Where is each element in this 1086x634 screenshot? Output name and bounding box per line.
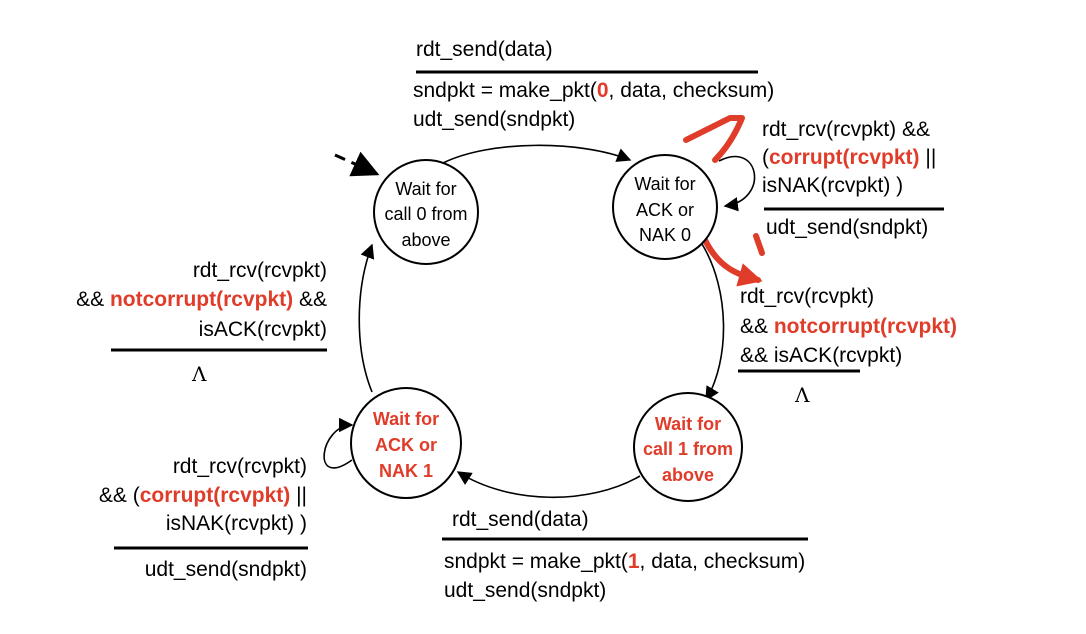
label-bottom-transition: rdt_send(data) sndpkt = make_pkt(1, data… — [442, 508, 808, 602]
condition-text: rdt_rcv(rcvpkt) — [740, 285, 874, 308]
state-wait-ack-nak-0: Wait for ACK or NAK 0 — [612, 154, 718, 260]
condition-text: isACK(rcvpkt) — [199, 318, 327, 341]
edge-s3-to-s0 — [358, 243, 375, 393]
condition-text: isNAK(rcvpkt) ) — [762, 174, 903, 197]
condition-text: && (corrupt(rcvpkt) || — [99, 484, 307, 507]
edge-s0-to-s1 — [442, 144, 632, 164]
label-top-transition: rdt_send(data) sndpkt = make_pkt(0, data… — [413, 38, 774, 131]
event-text: rdt_send(data) — [416, 38, 553, 61]
state-label-line: call 0 from — [384, 204, 467, 224]
state-label-line: ACK or — [375, 435, 437, 455]
state-label-line: above — [401, 230, 450, 250]
lambda-action: Λ — [794, 383, 810, 407]
state-label-line: ACK or — [636, 200, 694, 220]
condition-text: rdt_rcv(rcvpkt) — [193, 259, 327, 282]
state-label-line: above — [662, 465, 714, 485]
label-s3-self-loop: rdt_rcv(rcvpkt) && (corrupt(rcvpkt) || i… — [99, 455, 308, 581]
edge-s1-self-loop — [718, 155, 756, 212]
condition-text: && notcorrupt(rcvpkt) — [740, 315, 957, 338]
state-label-line: Wait for — [634, 174, 695, 194]
action-text: udt_send(sndpkt) — [145, 558, 307, 581]
state-label-line: NAK 0 — [639, 225, 691, 245]
action-text: sndpkt = make_pkt(0, data, checksum) — [413, 79, 774, 102]
condition-text: && isACK(rcvpkt) — [740, 344, 902, 367]
action-text: udt_send(sndpkt) — [413, 108, 575, 131]
state-label-line: NAK 1 — [379, 461, 433, 481]
state-label-line: Wait for — [395, 179, 456, 199]
edge-s3-self-loop — [323, 417, 354, 469]
state-label-line: Wait for — [655, 414, 721, 434]
state-wait-call-0: Wait for call 0 from above — [373, 159, 479, 265]
action-text: sndpkt = make_pkt(1, data, checksum) — [444, 550, 805, 573]
highlight-check-stroke — [683, 115, 745, 163]
label-left-transition: rdt_rcv(rcvpkt) && notcorrupt(rcvpkt) &&… — [76, 259, 327, 386]
condition-text: rdt_rcv(rcvpkt) && — [762, 118, 930, 141]
action-text: udt_send(sndpkt) — [444, 579, 606, 602]
state-label-line: call 1 from — [643, 439, 733, 459]
initial-arrow — [334, 151, 380, 177]
state-wait-ack-nak-1: Wait for ACK or NAK 1 — [350, 387, 462, 499]
label-right-transition: rdt_rcv(rcvpkt) && notcorrupt(rcvpkt) &&… — [738, 285, 957, 407]
condition-text: && notcorrupt(rcvpkt) && — [76, 288, 327, 311]
event-text: rdt_send(data) — [452, 508, 589, 531]
edge-s2-to-s3 — [456, 471, 641, 499]
highlight-arrow-stroke — [702, 237, 763, 287]
edge-s1-to-s2 — [701, 243, 725, 402]
highlight-tick-stroke — [753, 233, 765, 256]
state-wait-call-1: Wait for call 1 from above — [633, 392, 743, 502]
lambda-action: Λ — [191, 362, 207, 386]
condition-text: rdt_rcv(rcvpkt) — [173, 455, 307, 478]
label-s1-self-loop: rdt_rcv(rcvpkt) && (corrupt(rcvpkt) || i… — [762, 118, 944, 239]
action-text: udt_send(sndpkt) — [766, 216, 928, 239]
condition-text: isNAK(rcvpkt) ) — [166, 512, 307, 535]
state-label-line: Wait for — [373, 409, 439, 429]
condition-text: (corrupt(rcvpkt) || — [762, 146, 936, 169]
